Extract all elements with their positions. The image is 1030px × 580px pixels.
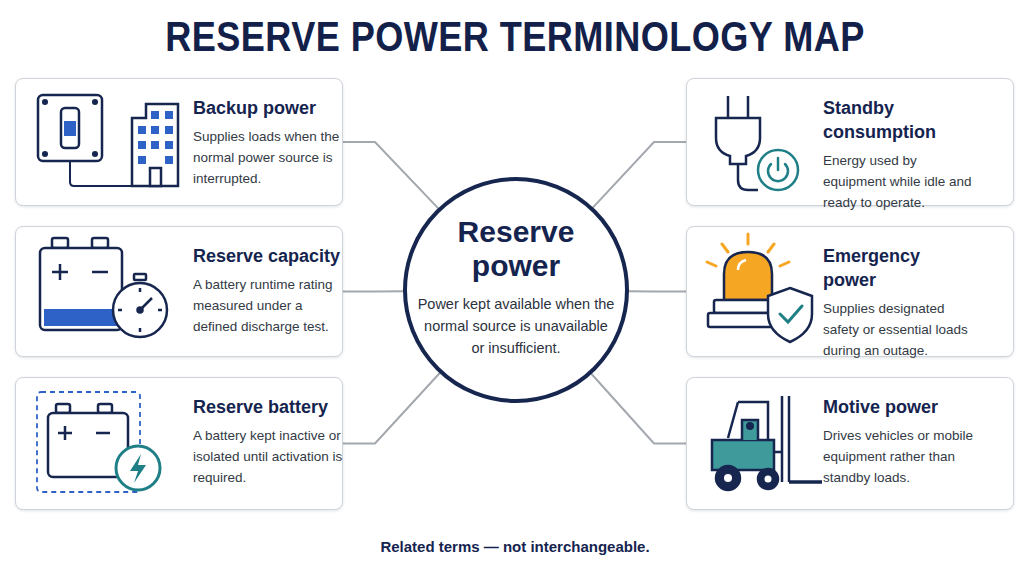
text-group: Motive powerDrives vehicles or mobile eq…	[823, 395, 975, 488]
term-heading: Backup power	[193, 96, 345, 120]
text-group: Reserve battery A battery kept inactive o…	[193, 395, 345, 488]
text-group: Standby consumptionEnergy used by equipm…	[823, 96, 975, 213]
term-box: Reserve capacity A battery runtime rating…	[15, 226, 343, 357]
term-definition: Supplies loads when the normal power sou…	[193, 126, 345, 189]
term-box: Emergency powerSupplies designated safet…	[686, 226, 1014, 357]
term-definition: Power kept available when the normal sou…	[416, 293, 616, 359]
text-group: Reserve powerPower kept available when t…	[402, 176, 630, 404]
text-group: Emergency powerSupplies designated safet…	[823, 244, 975, 361]
term-definition: A battery kept inactive or isolated unti…	[193, 425, 345, 488]
diagram-title: RESERVE POWER TERMINOLOGY MAP	[72, 12, 958, 62]
term-box: Standby consumptionEnergy used by equipm…	[686, 78, 1014, 206]
text-group: Reserve capacity A battery runtime rating…	[193, 244, 345, 337]
term-box: Motive powerDrives vehicles or mobile eq…	[686, 377, 1014, 510]
term-definition: A battery runtime rating measured under …	[193, 274, 345, 337]
term-box: Reserve battery A battery kept inactive o…	[15, 377, 343, 510]
term-heading: Standby consumption	[823, 96, 975, 144]
connector-line	[343, 142, 439, 209]
text-group: Backup powerSupplies loads when the norm…	[193, 96, 345, 189]
connector-line	[592, 142, 686, 208]
term-heading: Emergency power	[823, 244, 975, 292]
term-heading: Reserve capacity	[193, 244, 345, 268]
term-definition: Energy used by equipment while idle and …	[823, 150, 975, 213]
circle-outline	[402, 176, 630, 404]
term-box: Backup powerSupplies loads when the norm…	[15, 78, 343, 206]
diagram-caption: Related terms — not interchangeable.	[0, 538, 1030, 555]
term-definition: Drives vehicles or mobile equipment rath…	[823, 425, 975, 488]
term-heading: Reserve battery	[193, 395, 345, 419]
connector-line	[343, 290, 404, 292]
central-term-circle: Reserve powerPower kept available when t…	[402, 176, 630, 404]
term-definition: Supplies designated safety or essential …	[823, 298, 975, 361]
connector-line	[628, 290, 686, 292]
term-heading: Motive power	[823, 395, 975, 419]
circle-outline-shape	[405, 179, 627, 401]
connector-line	[591, 373, 686, 443]
term-heading: Reserve power	[420, 215, 612, 283]
connector-line	[343, 372, 440, 443]
